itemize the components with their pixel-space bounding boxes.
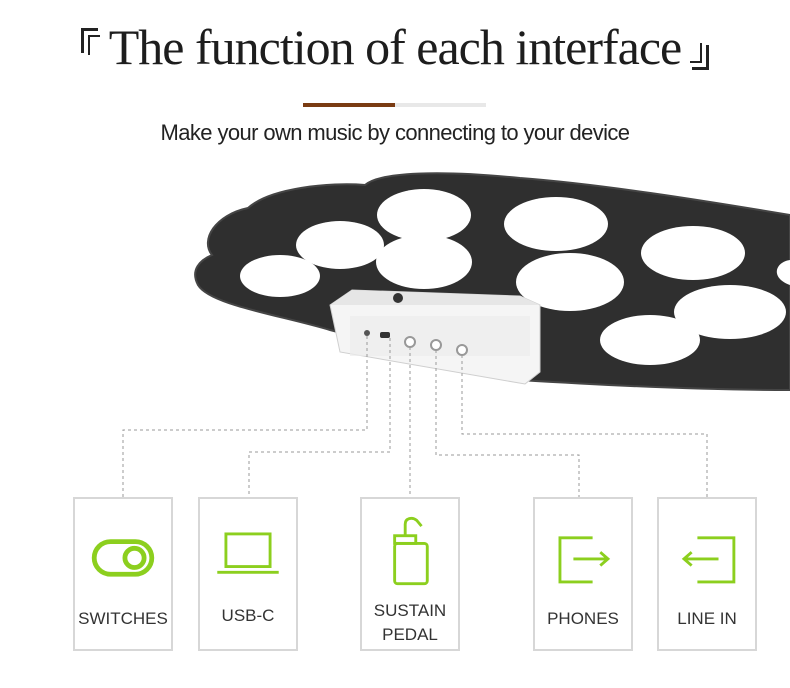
- corner-bracket-left-icon: [80, 28, 100, 55]
- control-box-panel: [350, 316, 530, 356]
- page-title-text: The function of each interface: [108, 19, 682, 75]
- drum-pad-circle: [504, 197, 608, 251]
- port-card-line-in: LINE IN: [657, 497, 757, 651]
- connector-line-switches: [122, 336, 368, 497]
- drum-pad-circle: [641, 226, 745, 280]
- port-switch: [364, 330, 370, 336]
- drum-pad-circle: [240, 255, 320, 297]
- connector-line-phones: [435, 350, 580, 497]
- drum-pad-circle: [376, 235, 472, 289]
- corner-bracket-right-icon: [690, 43, 710, 70]
- title-block: The function of each interface: [0, 18, 790, 76]
- input-arrow-icon: [681, 536, 736, 584]
- port-phones: [430, 339, 442, 351]
- title-underline-accent: [303, 103, 395, 107]
- toggle-switch-icon: [91, 539, 155, 577]
- port-label-line2: PEDAL: [382, 625, 438, 644]
- laptop-icon: [217, 532, 279, 574]
- drum-pad-circle: [674, 285, 786, 339]
- subtitle: Make your own music by connecting to you…: [160, 120, 630, 145]
- port-label-line1: SUSTAIN: [373, 601, 447, 620]
- port-label: USB-C: [221, 606, 275, 625]
- knob-icon: [393, 293, 403, 303]
- title-underline: [303, 103, 486, 107]
- port-label: PHONES: [547, 609, 619, 628]
- pedal-icon: [393, 516, 429, 586]
- drum-pad-circle: [296, 221, 384, 269]
- drum-pad-circle: [377, 189, 471, 241]
- drum-pad-circle: [516, 253, 624, 311]
- output-arrow-icon: [558, 536, 611, 584]
- connector-line-line-in: [461, 355, 708, 497]
- drum-pad-partial-circle: [776, 260, 790, 285]
- port-sustain: [404, 336, 416, 348]
- port-card-phones: PHONES: [533, 497, 633, 651]
- port-card-usb-c: USB-C: [198, 497, 298, 651]
- drum-pad-circle: [600, 315, 700, 365]
- port-card-switches: SWITCHES: [73, 497, 173, 651]
- control-box-top: [330, 290, 540, 305]
- port-usb-c: [380, 332, 390, 338]
- port-label: LINE IN: [677, 609, 737, 628]
- port-line-in: [456, 344, 468, 356]
- page-title: The function of each interface: [79, 18, 711, 76]
- port-card-sustain-pedal: SUSTAIN PEDAL: [360, 497, 460, 651]
- port-label: SWITCHES: [78, 609, 168, 628]
- connector-line-usb-c: [248, 338, 391, 497]
